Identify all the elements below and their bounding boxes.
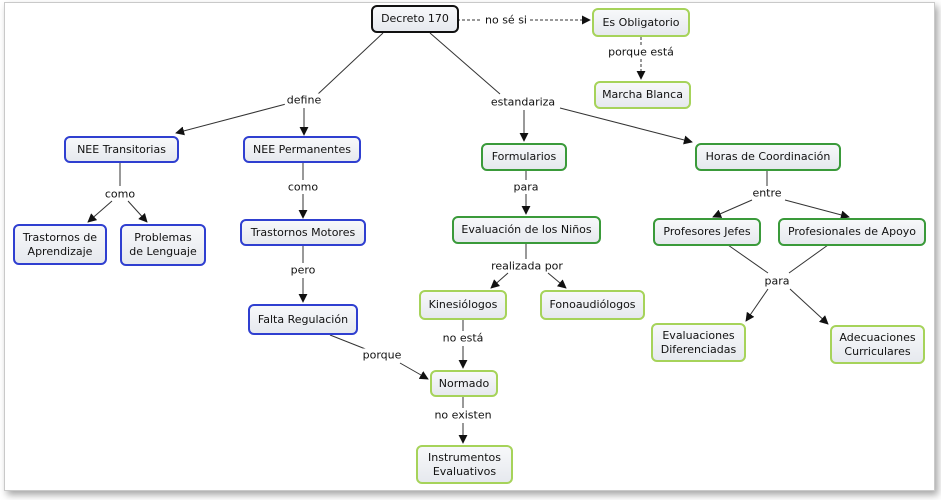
node-falta-regulacion[interactable]: Falta Regulación [248, 304, 358, 335]
link-label-estandariza: estandariza [488, 95, 558, 109]
node-es-obligatorio[interactable]: Es Obligatorio [592, 8, 690, 37]
link-label-no-esta: no está [440, 331, 486, 345]
link-label-porque-esta: porque está [606, 45, 676, 59]
node-problemas-lenguaje[interactable]: Problemas de Lenguaje [120, 224, 206, 266]
link-estandariza-in [429, 32, 501, 95]
node-normado[interactable]: Normado [430, 370, 498, 397]
node-fonoaudiologos[interactable]: Fonoaudiólogos [540, 290, 645, 320]
link-porque-out [399, 362, 429, 380]
link-como-1-out-2 [127, 200, 148, 223]
link-entre-out-1 [712, 199, 753, 218]
node-trastornos-aprendizaje[interactable]: Trastornos de Aprendizaje [13, 224, 107, 265]
link-para-2-out-1 [745, 288, 769, 322]
link-label-como-1: como [102, 187, 138, 201]
link-label-como-2: como [285, 180, 321, 194]
node-evaluacion-ninos[interactable]: Evaluación de los Niños [452, 216, 601, 244]
link-entre-out-2 [784, 199, 850, 220]
node-evaluaciones-diferenciadas[interactable]: Evaluaciones Diferenciadas [651, 323, 746, 362]
node-formularios[interactable]: Formularios [481, 143, 567, 171]
link-estandariza-out-2 [559, 107, 693, 145]
link-label-para-2: para [762, 274, 792, 288]
link-porque-in [329, 334, 369, 351]
node-decreto-170[interactable]: Decreto 170 [371, 5, 459, 33]
link-para-2-in-2 [788, 244, 829, 274]
node-trastornos-motores[interactable]: Trastornos Motores [240, 219, 366, 246]
node-profesionales-apoyo[interactable]: Profesionales de Apoyo [778, 218, 926, 246]
node-horas-coordinacion[interactable]: Horas de Coordinación [695, 143, 841, 171]
link-para-2-in-1 [727, 244, 769, 274]
node-marcha-blanca[interactable]: Marcha Blanca [594, 81, 691, 109]
node-kinesiologos[interactable]: Kinesiólogos [419, 290, 507, 320]
node-adecuaciones-curriculares[interactable]: Adecuaciones Curriculares [830, 325, 925, 364]
node-nee-permanentes[interactable]: NEE Permanentes [243, 136, 361, 163]
link-define-out-1 [175, 103, 287, 136]
node-profesores-jefes[interactable]: Profesores Jefes [653, 218, 761, 246]
link-label-no-se-si: no sé si [483, 13, 529, 27]
link-label-realizada-por: realizada por [489, 259, 565, 273]
link-label-para-1: para [511, 180, 541, 194]
link-label-porque: porque [360, 348, 404, 362]
link-realizada-out-2 [547, 272, 567, 289]
link-como-1-out-1 [87, 200, 113, 223]
link-label-entre: entre [750, 186, 784, 200]
link-realizada-out-1 [490, 272, 509, 289]
link-label-pero: pero [288, 263, 318, 277]
link-label-no-existen: no existen [432, 408, 494, 422]
node-nee-transitorias[interactable]: NEE Transitorias [64, 136, 179, 163]
link-para-2-out-2 [789, 288, 829, 325]
node-instrumentos-evaluativos[interactable]: Instrumentos Evaluativos [416, 445, 513, 484]
link-label-define: define [284, 93, 324, 107]
link-define-in [317, 32, 384, 95]
